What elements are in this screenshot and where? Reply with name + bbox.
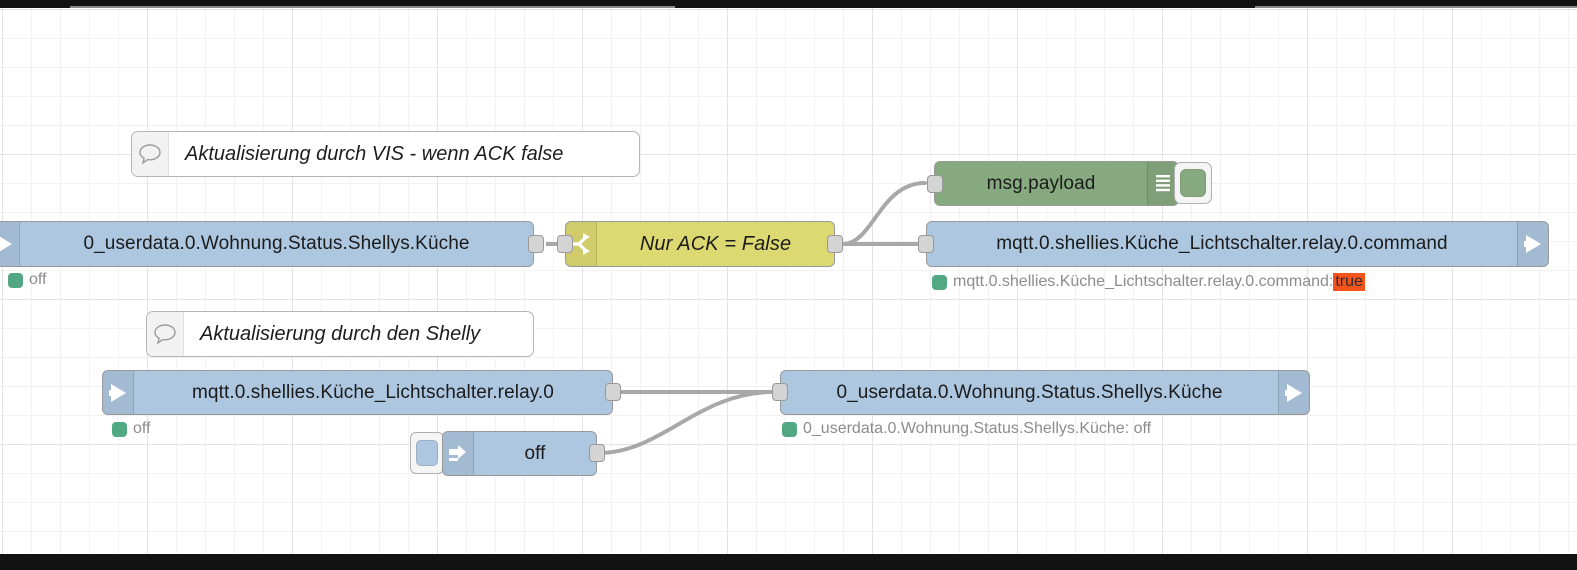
debug-lines-icon — [1147, 162, 1178, 205]
input-port-iobroker-out-bottom[interactable] — [772, 383, 788, 401]
arrow-right-icon — [103, 371, 134, 414]
node-label: off — [524, 442, 546, 464]
status-iobroker-out-top: mqtt.0.shellies.Küche_Lichtschalter.rela… — [932, 273, 1365, 291]
comment-node-shelly[interactable]: Aktualisierung durch den Shelly — [146, 311, 534, 357]
output-port-iobroker-in-bottom[interactable] — [605, 383, 621, 401]
status-highlight: true — [1333, 273, 1365, 291]
window-chrome-bottom — [0, 554, 1577, 570]
node-label: Nur ACK = False — [639, 232, 792, 255]
comment-node-vis[interactable]: Aktualisierung durch VIS - wenn ACK fals… — [131, 131, 640, 177]
comment-label: Aktualisierung durch VIS - wenn ACK fals… — [185, 142, 564, 165]
node-iobroker-out-bottom[interactable]: 0_userdata.0.Wohnung.Status.Shellys.Küch… — [780, 370, 1310, 415]
debug-toggle-indicator — [1180, 169, 1206, 197]
node-iobroker-in-top[interactable]: 0_userdata.0.Wohnung.Status.Shellys.Küch… — [0, 221, 534, 267]
node-label: 0_userdata.0.Wohnung.Status.Shellys.Küch… — [83, 233, 470, 254]
status-dot — [112, 421, 127, 437]
status-text: 0_userdata.0.Wohnung.Status.Shellys.Küch… — [803, 420, 1152, 437]
input-port-iobroker-out-top[interactable] — [918, 235, 934, 253]
output-port-inject[interactable] — [589, 444, 605, 462]
node-switch[interactable]: Nur ACK = False — [565, 221, 835, 267]
arrow-right-icon — [1278, 371, 1309, 414]
node-iobroker-out-top[interactable]: mqtt.0.shellies.Küche_Lichtschalter.rela… — [926, 221, 1549, 267]
status-iobroker-out-bottom: 0_userdata.0.Wohnung.Status.Shellys.Küch… — [782, 420, 1151, 438]
status-dot — [8, 272, 23, 288]
inject-button[interactable] — [410, 432, 444, 474]
status-dot — [782, 421, 797, 437]
node-label: mqtt.0.shellies.Küche_Lichtschalter.rela… — [996, 233, 1448, 254]
chrome-segment-left — [70, 6, 675, 8]
node-label: msg.payload — [986, 172, 1096, 194]
inject-button-indicator — [416, 440, 438, 466]
arrow-right-icon — [1517, 222, 1548, 266]
status-text: mqtt.0.shellies.Küche_Lichtschalter.rela… — [953, 273, 1334, 290]
comment-label: Aktualisierung durch den Shelly — [200, 322, 481, 345]
status-dot — [932, 274, 947, 290]
status-text: off — [133, 420, 151, 437]
node-inject-off[interactable]: off — [442, 431, 597, 476]
status-text: off — [29, 271, 47, 288]
inject-arrow-icon — [443, 432, 474, 475]
debug-toggle-button[interactable] — [1174, 162, 1212, 204]
switch-fork-icon — [566, 222, 597, 266]
node-label: 0_userdata.0.Wohnung.Status.Shellys.Küch… — [836, 381, 1223, 403]
arrow-right-icon — [0, 222, 20, 266]
output-port-iobroker-in-top[interactable] — [528, 235, 544, 253]
input-port-debug[interactable] — [927, 175, 943, 193]
output-port-switch[interactable] — [827, 235, 843, 253]
status-iobroker-in-top: off — [8, 271, 47, 289]
input-port-switch[interactable] — [557, 235, 573, 253]
comment-icon — [147, 312, 184, 356]
status-iobroker-in-bottom: off — [112, 420, 151, 438]
chrome-segment-right — [1255, 6, 1577, 8]
window-chrome-top — [0, 0, 1577, 8]
node-label: mqtt.0.shellies.Küche_Lichtschalter.rela… — [192, 381, 554, 403]
node-debug[interactable]: msg.payload — [934, 161, 1179, 206]
node-iobroker-in-bottom[interactable]: mqtt.0.shellies.Küche_Lichtschalter.rela… — [102, 370, 613, 415]
comment-icon — [132, 132, 169, 176]
